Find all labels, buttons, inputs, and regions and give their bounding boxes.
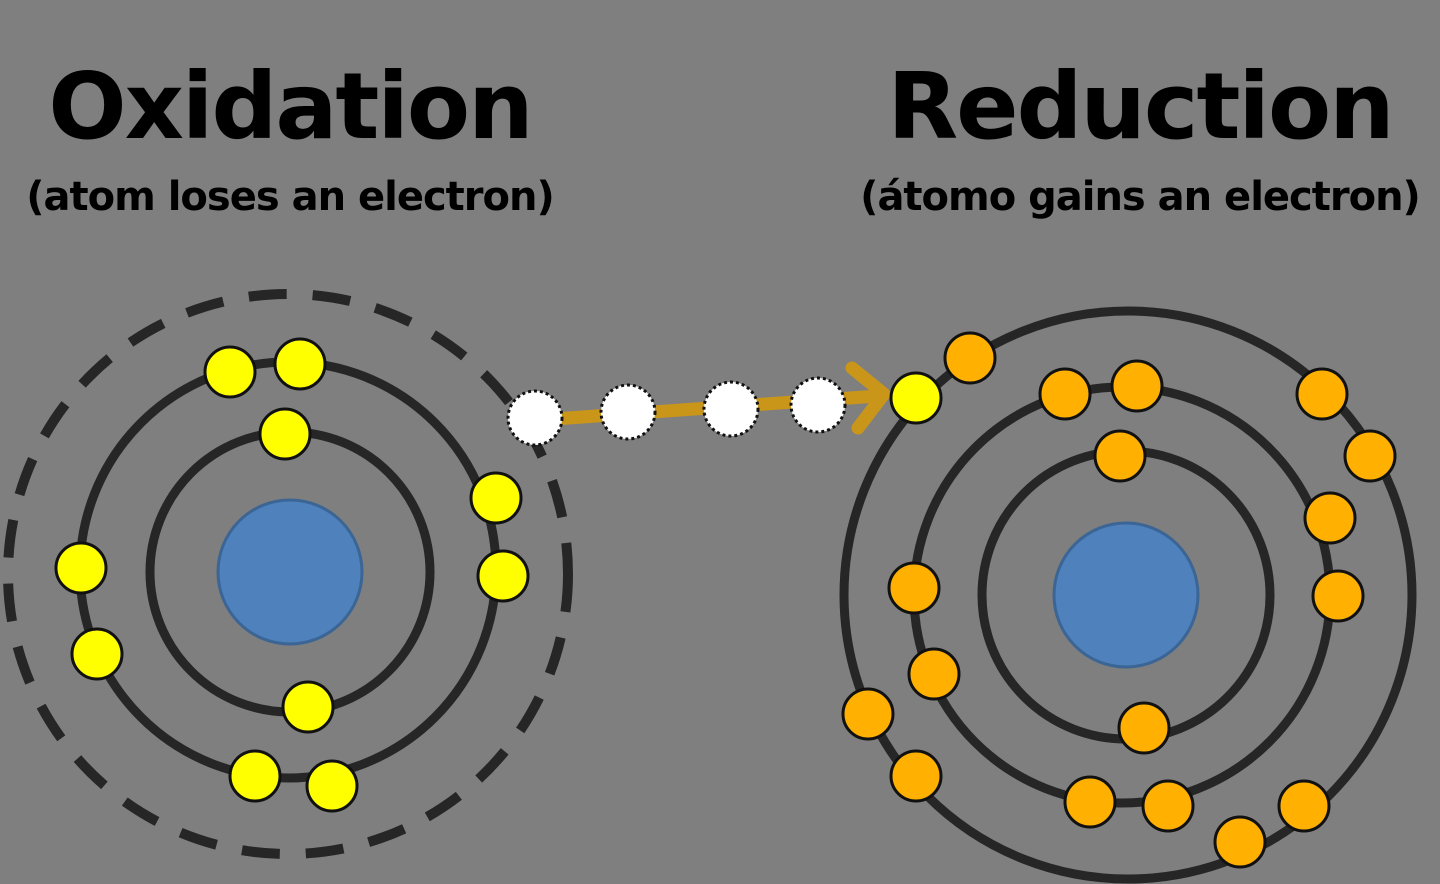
arrow-head [845,361,891,435]
electron [841,687,895,741]
electron [228,749,282,803]
reduction-subtitle: (átomo gains an electron) [860,174,1421,220]
electron [1038,367,1092,421]
oxidation-electrons [54,337,530,813]
electron [943,331,997,385]
reduction-outer-shell [839,306,1417,884]
electron [258,407,312,461]
electron [281,680,335,734]
electron [1311,569,1365,623]
reduction-atom [839,306,1417,884]
electron-transfer-arrow [506,361,891,447]
electron [1093,429,1147,483]
electron [1213,815,1267,869]
oxidation-title: Oxidation [48,53,533,160]
electron [889,749,943,803]
electron [1277,779,1331,833]
electron [469,471,523,525]
transfer-electron [702,380,760,438]
transfer-electron [599,383,657,441]
electron [70,627,124,681]
transfer-electron [789,376,847,434]
electron [1063,775,1117,829]
electron [54,541,108,595]
reduction-title: Reduction [887,53,1394,160]
electron [203,345,257,399]
oxidation-nucleus [216,498,364,646]
electron [1141,779,1195,833]
electron [1295,367,1349,421]
electron [1117,701,1171,755]
electron [273,337,327,391]
electron [907,647,961,701]
transfer-electron [506,389,564,447]
oxidation-lost-shell [3,289,573,859]
electron [887,561,941,615]
reduction-nucleus [1052,521,1200,669]
electron [476,549,530,603]
transfer-electrons [506,376,847,447]
gained-electron [889,371,943,425]
electron [1303,491,1357,545]
oxidation-atom [3,289,573,859]
reduction-electrons [841,331,1397,869]
electron [305,759,359,813]
electron [1343,429,1397,483]
oxidation-subtitle: (atom loses an electron) [26,174,555,220]
electron [1110,359,1164,413]
